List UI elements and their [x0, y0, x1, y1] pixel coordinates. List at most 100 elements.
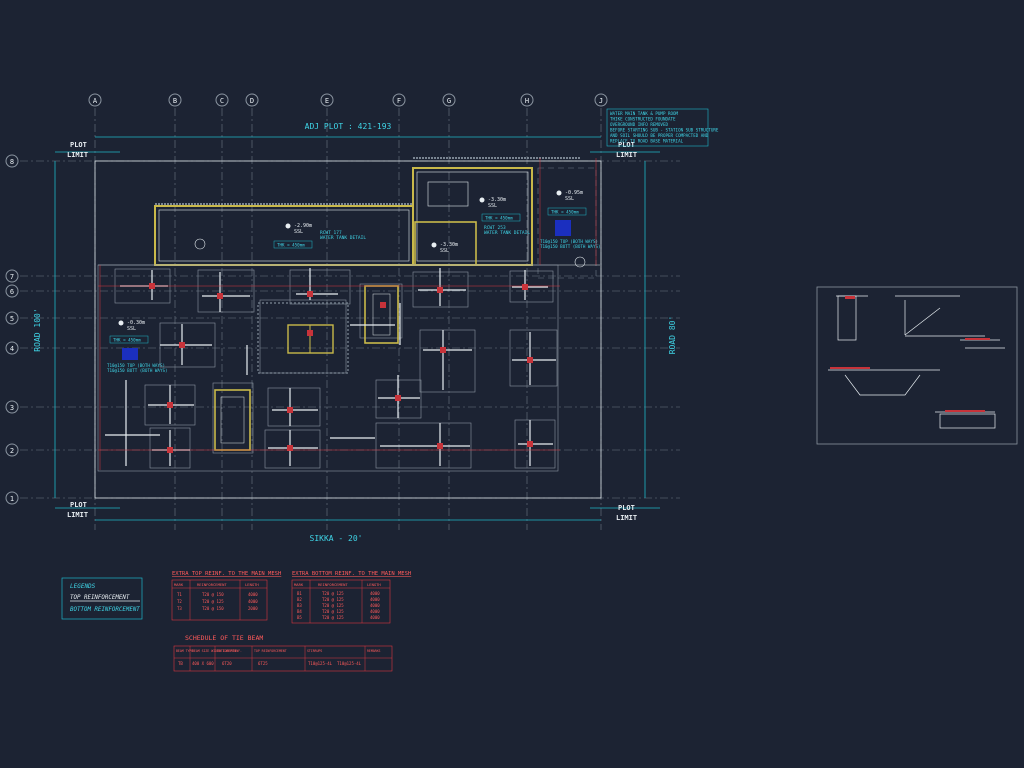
svg-text:T20 @ 125: T20 @ 125 — [322, 597, 344, 602]
svg-text:B4: B4 — [297, 609, 302, 614]
tie-beam-schedule[interactable]: SCHEDULE OF TIE BEAM BEAM TYPE BEAM SIZE… — [173, 634, 393, 672]
grid-4: 4 — [10, 345, 14, 353]
plot-limit-tl: PLOT LIMIT — [67, 141, 88, 159]
svg-text:B5: B5 — [297, 615, 302, 620]
svg-text:T2: T2 — [177, 599, 182, 604]
svg-text:SSL: SSL — [294, 229, 303, 235]
column-grid-bubbles: A B C D E F G H J — [88, 93, 608, 107]
grid-j: J — [599, 97, 603, 105]
plot-limit-br: PLOT LIMIT — [616, 504, 637, 522]
lift-pits — [214, 285, 399, 451]
svg-text:T20 @ 125: T20 @ 125 — [322, 603, 344, 608]
legend-box[interactable]: LEGENDS TOP REINFORCEMENT BOTTOM REINFOR… — [61, 577, 143, 620]
svg-text:SCHEDULE OF TIE BEAM: SCHEDULE OF TIE BEAM — [185, 634, 263, 642]
grid-h: H — [525, 97, 529, 105]
boundary-wall — [98, 157, 600, 266]
svg-text:T10@150 TOP (BOTH WAYS): T10@150 TOP (BOTH WAYS) — [540, 239, 598, 244]
svg-text:TB: TB — [178, 661, 183, 666]
svg-text:THK = 450mm: THK = 450mm — [485, 216, 513, 221]
grid-d: D — [250, 97, 254, 105]
svg-text:BOTTOM REINF.: BOTTOM REINF. — [217, 649, 242, 653]
svg-text:T10@125-4L: T10@125-4L — [308, 661, 333, 666]
svg-text:MARK: MARK — [174, 582, 184, 587]
svg-text:STIRRUPS: STIRRUPS — [307, 649, 322, 653]
svg-text:-3.30m: -3.30m — [440, 242, 458, 248]
water-tank-left[interactable]: RCWT 177 WATER TANK DETAIL THK = 450mm -… — [154, 205, 414, 266]
svg-text:LENGTH: LENGTH — [367, 582, 381, 587]
svg-text:2000: 2000 — [248, 606, 258, 611]
grid-a: A — [93, 97, 98, 105]
svg-text:WATER MAIN TANK & PUMP ROOM: WATER MAIN TANK & PUMP ROOM — [610, 111, 679, 116]
svg-text:-3.30m: -3.30m — [488, 197, 506, 203]
adj-plot-label: ADJ PLOT : 421-193 — [305, 122, 392, 131]
svg-text:THK = 450mm: THK = 450mm — [113, 338, 141, 343]
road-left-label: ROAD 100' — [33, 308, 42, 351]
grid-8: 8 — [10, 158, 14, 166]
svg-text:RCWT 253: RCWT 253 — [484, 225, 506, 231]
svg-text:SSL: SSL — [565, 196, 574, 202]
svg-text:BEFORE STARTING SUB - STATION: BEFORE STARTING SUB - STATION SUB STRUCT… — [610, 128, 719, 133]
svg-text:LIMIT: LIMIT — [67, 511, 88, 519]
svg-text:OVERGROUND INFO REMOVED: OVERGROUND INFO REMOVED — [610, 122, 668, 127]
extra-top-reinf-table[interactable]: EXTRA TOP REINF. TO THE MAIN MESH MARK R… — [171, 571, 281, 621]
extra-bottom-reinf-table[interactable]: EXTRA BOTTOM REINF. TO THE MAIN MESH MAR… — [291, 571, 411, 624]
svg-text:REINFORCEMENT: REINFORCEMENT — [197, 582, 227, 587]
svg-text:THIKE CONSTRUCTED FOUNDATE: THIKE CONSTRUCTED FOUNDATE — [610, 117, 676, 122]
left-pad-info[interactable]: -0.30m SSL THK = 450mm T10@150 TOP (BOTH… — [107, 320, 168, 373]
legend-top: TOP REINFORCEMENT — [70, 595, 130, 601]
svg-text:T10@125-4L: T10@125-4L — [337, 661, 362, 666]
svg-text:T10@150 BOTT (BOTH WAYS): T10@150 BOTT (BOTH WAYS) — [107, 368, 168, 373]
svg-text:REMARKS: REMARKS — [367, 649, 381, 653]
svg-text:LENGTH: LENGTH — [245, 582, 259, 587]
svg-text:B1: B1 — [297, 591, 302, 596]
svg-text:PLOT: PLOT — [70, 141, 87, 149]
svg-text:4000: 4000 — [370, 597, 380, 602]
svg-text:6T25: 6T25 — [258, 661, 268, 666]
grid-c: C — [220, 97, 224, 105]
svg-text:SSL: SSL — [127, 326, 136, 332]
substation-zone[interactable]: -0.95m SSL THK = 450mm T10@150 TOP (BOTH… — [537, 167, 601, 279]
svg-text:T3: T3 — [177, 606, 182, 611]
svg-text:LEGENDS: LEGENDS — [70, 583, 96, 590]
svg-text:4000: 4000 — [370, 603, 380, 608]
svg-text:4000: 4000 — [370, 609, 380, 614]
grid-g: G — [447, 97, 451, 105]
grid-1: 1 — [10, 495, 14, 503]
svg-text:T1: T1 — [177, 592, 182, 597]
svg-text:REINFORCEMENT: REINFORCEMENT — [318, 582, 348, 587]
svg-text:4000: 4000 — [248, 599, 258, 604]
svg-text:T10@150 TOP (BOTH WAYS): T10@150 TOP (BOTH WAYS) — [107, 363, 165, 368]
road-right-label: ROAD 80' — [668, 316, 677, 355]
red-lines — [98, 158, 597, 470]
sections-detail-panel[interactable] — [816, 286, 1018, 445]
footings — [97, 264, 559, 472]
svg-text:B3: B3 — [297, 603, 302, 608]
svg-text:-0.30m: -0.30m — [127, 320, 145, 326]
svg-text:EXTRA BOTTOM REINF. TO THE MAI: EXTRA BOTTOM REINF. TO THE MAIN MESH — [292, 571, 411, 577]
svg-text:T20 @ 125: T20 @ 125 — [322, 615, 344, 620]
svg-text:4000: 4000 — [370, 591, 380, 596]
svg-text:T20 @ 125: T20 @ 125 — [322, 609, 344, 614]
svg-text:6T20: 6T20 — [222, 661, 232, 666]
svg-text:T20 @ 150: T20 @ 150 — [202, 592, 224, 597]
grid-f: F — [397, 97, 401, 105]
svg-text:BEAM TYPE: BEAM TYPE — [176, 649, 193, 653]
general-notes-box[interactable]: WATER MAIN TANK & PUMP ROOM THIKE CONSTR… — [606, 108, 719, 147]
svg-text:T20 @ 150: T20 @ 150 — [202, 606, 224, 611]
grid-2: 2 — [10, 447, 14, 455]
svg-text:AND SOIL SHOULD BE PROPER COMP: AND SOIL SHOULD BE PROPER COMPACTED AND — [610, 133, 709, 138]
svg-text:TOP REINFORCEMENT: TOP REINFORCEMENT — [254, 649, 287, 653]
svg-text:MARK: MARK — [294, 582, 304, 587]
svg-text:T20 @ 125: T20 @ 125 — [322, 591, 344, 596]
svg-text:LIMIT: LIMIT — [616, 514, 637, 522]
svg-text:THK = 450mm: THK = 450mm — [551, 210, 579, 215]
svg-text:REPLACE TO ROAD BASE MATERIAL: REPLACE TO ROAD BASE MATERIAL — [610, 139, 684, 144]
water-tank-right[interactable]: RCWT 253 WATER TANK DETAIL THK = 450mm -… — [412, 167, 533, 266]
row-grid-bubbles: 8 7 6 5 4 3 2 1 — [5, 154, 19, 505]
svg-text:RCWT 177: RCWT 177 — [320, 230, 342, 236]
svg-text:EXTRA TOP REINF. TO THE MAIN M: EXTRA TOP REINF. TO THE MAIN MESH — [172, 571, 281, 577]
legend-bottom: BOTTOM REINFORCEMENT — [70, 607, 140, 613]
svg-text:WATER TANK DETAIL: WATER TANK DETAIL — [484, 230, 530, 236]
svg-text:4000: 4000 — [248, 592, 258, 597]
